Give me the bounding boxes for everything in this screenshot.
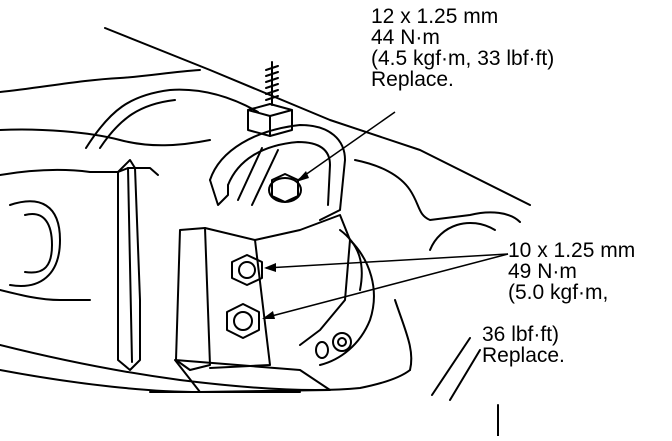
- lower-bolts-callout-cont: 36 lbf·ft) Replace.: [482, 324, 565, 366]
- upper-bolt-torque-alt: (4.5 kgf·m, 33 lbf·ft): [371, 47, 555, 70]
- lower-bolts-size: 10 x 1.25 mm: [508, 239, 636, 262]
- right-body-outline: [354, 159, 521, 223]
- leader-lower-1: [265, 253, 509, 269]
- upper-bracket-ridge-2: [251, 149, 279, 206]
- left-bracket-lower: [0, 289, 91, 301]
- mount-body: [175, 227, 211, 371]
- frame-upper-body: [0, 69, 201, 93]
- bottom-hole-1: [315, 341, 329, 359]
- floor-curve-2: [0, 369, 201, 393]
- mount-base-plate: [174, 359, 331, 393]
- left-bracket-outline: [0, 167, 159, 176]
- lower-bolt-1: [231, 254, 263, 286]
- upper-bracket-outer: [209, 124, 346, 221]
- bottom-hole-2-inner: [337, 337, 347, 347]
- right-lower-curve: [394, 299, 413, 371]
- bottom-hole-2: [332, 332, 352, 352]
- upper-bolt-torque: 44 N·m: [371, 26, 440, 49]
- lower-bolts-note: Replace.: [482, 344, 565, 367]
- mount-column: [204, 227, 271, 369]
- right-body-arc: [429, 221, 496, 251]
- lower-bolts-torque: 49 N·m: [508, 260, 577, 283]
- frame-upper-line: [104, 27, 531, 206]
- frame-upper-body-lower: [0, 128, 211, 147]
- lower-bolt-2: [226, 303, 260, 339]
- top-nut: [247, 103, 293, 137]
- mount-right-side: [254, 214, 351, 346]
- top-nut-face: [247, 109, 293, 137]
- lower-right-line-2: [449, 349, 481, 401]
- lower-bolts-callout: 10 x 1.25 mm 49 N·m (5.0 kgf·m,: [508, 240, 635, 303]
- upper-bolt-size: 12 x 1.25 mm: [371, 5, 499, 28]
- lower-right-line-1: [431, 337, 471, 396]
- upper-bolt-note: Replace.: [371, 68, 454, 91]
- right-body-lower: [319, 239, 375, 366]
- leader-lower-2: [263, 253, 509, 319]
- upper-bracket-inner: [227, 141, 331, 206]
- frame-curve-left: [85, 88, 259, 149]
- left-plate-edge: [127, 167, 133, 363]
- arrowhead-upper: [296, 171, 309, 182]
- upper-bolt-callout: 12 x 1.25 mm 44 N·m (4.5 kgf·m, 33 lbf·f…: [371, 6, 554, 90]
- upper-bolt-hex: [271, 173, 299, 203]
- right-body-inner: [339, 229, 363, 291]
- left-cylinder-inner: [24, 213, 53, 274]
- top-stud-thread: [265, 65, 279, 101]
- left-plate: [117, 159, 141, 371]
- arrowhead-lower-1: [264, 263, 276, 272]
- floor-curve: [0, 344, 411, 391]
- leader-upper: [297, 111, 396, 181]
- upper-bracket-ridge: [237, 147, 263, 201]
- arrowhead-lower-2: [262, 311, 275, 319]
- lower-bolts-torque-alt-1: (5.0 kgf·m,: [508, 281, 609, 304]
- upper-bracket-lip: [209, 179, 229, 206]
- upper-bolt-head: [268, 177, 302, 203]
- left-cylinder: [9, 200, 61, 287]
- frame-curve-left-2: [99, 99, 176, 149]
- lower-bolts-torque-alt-2: 36 lbf·ft): [482, 323, 560, 346]
